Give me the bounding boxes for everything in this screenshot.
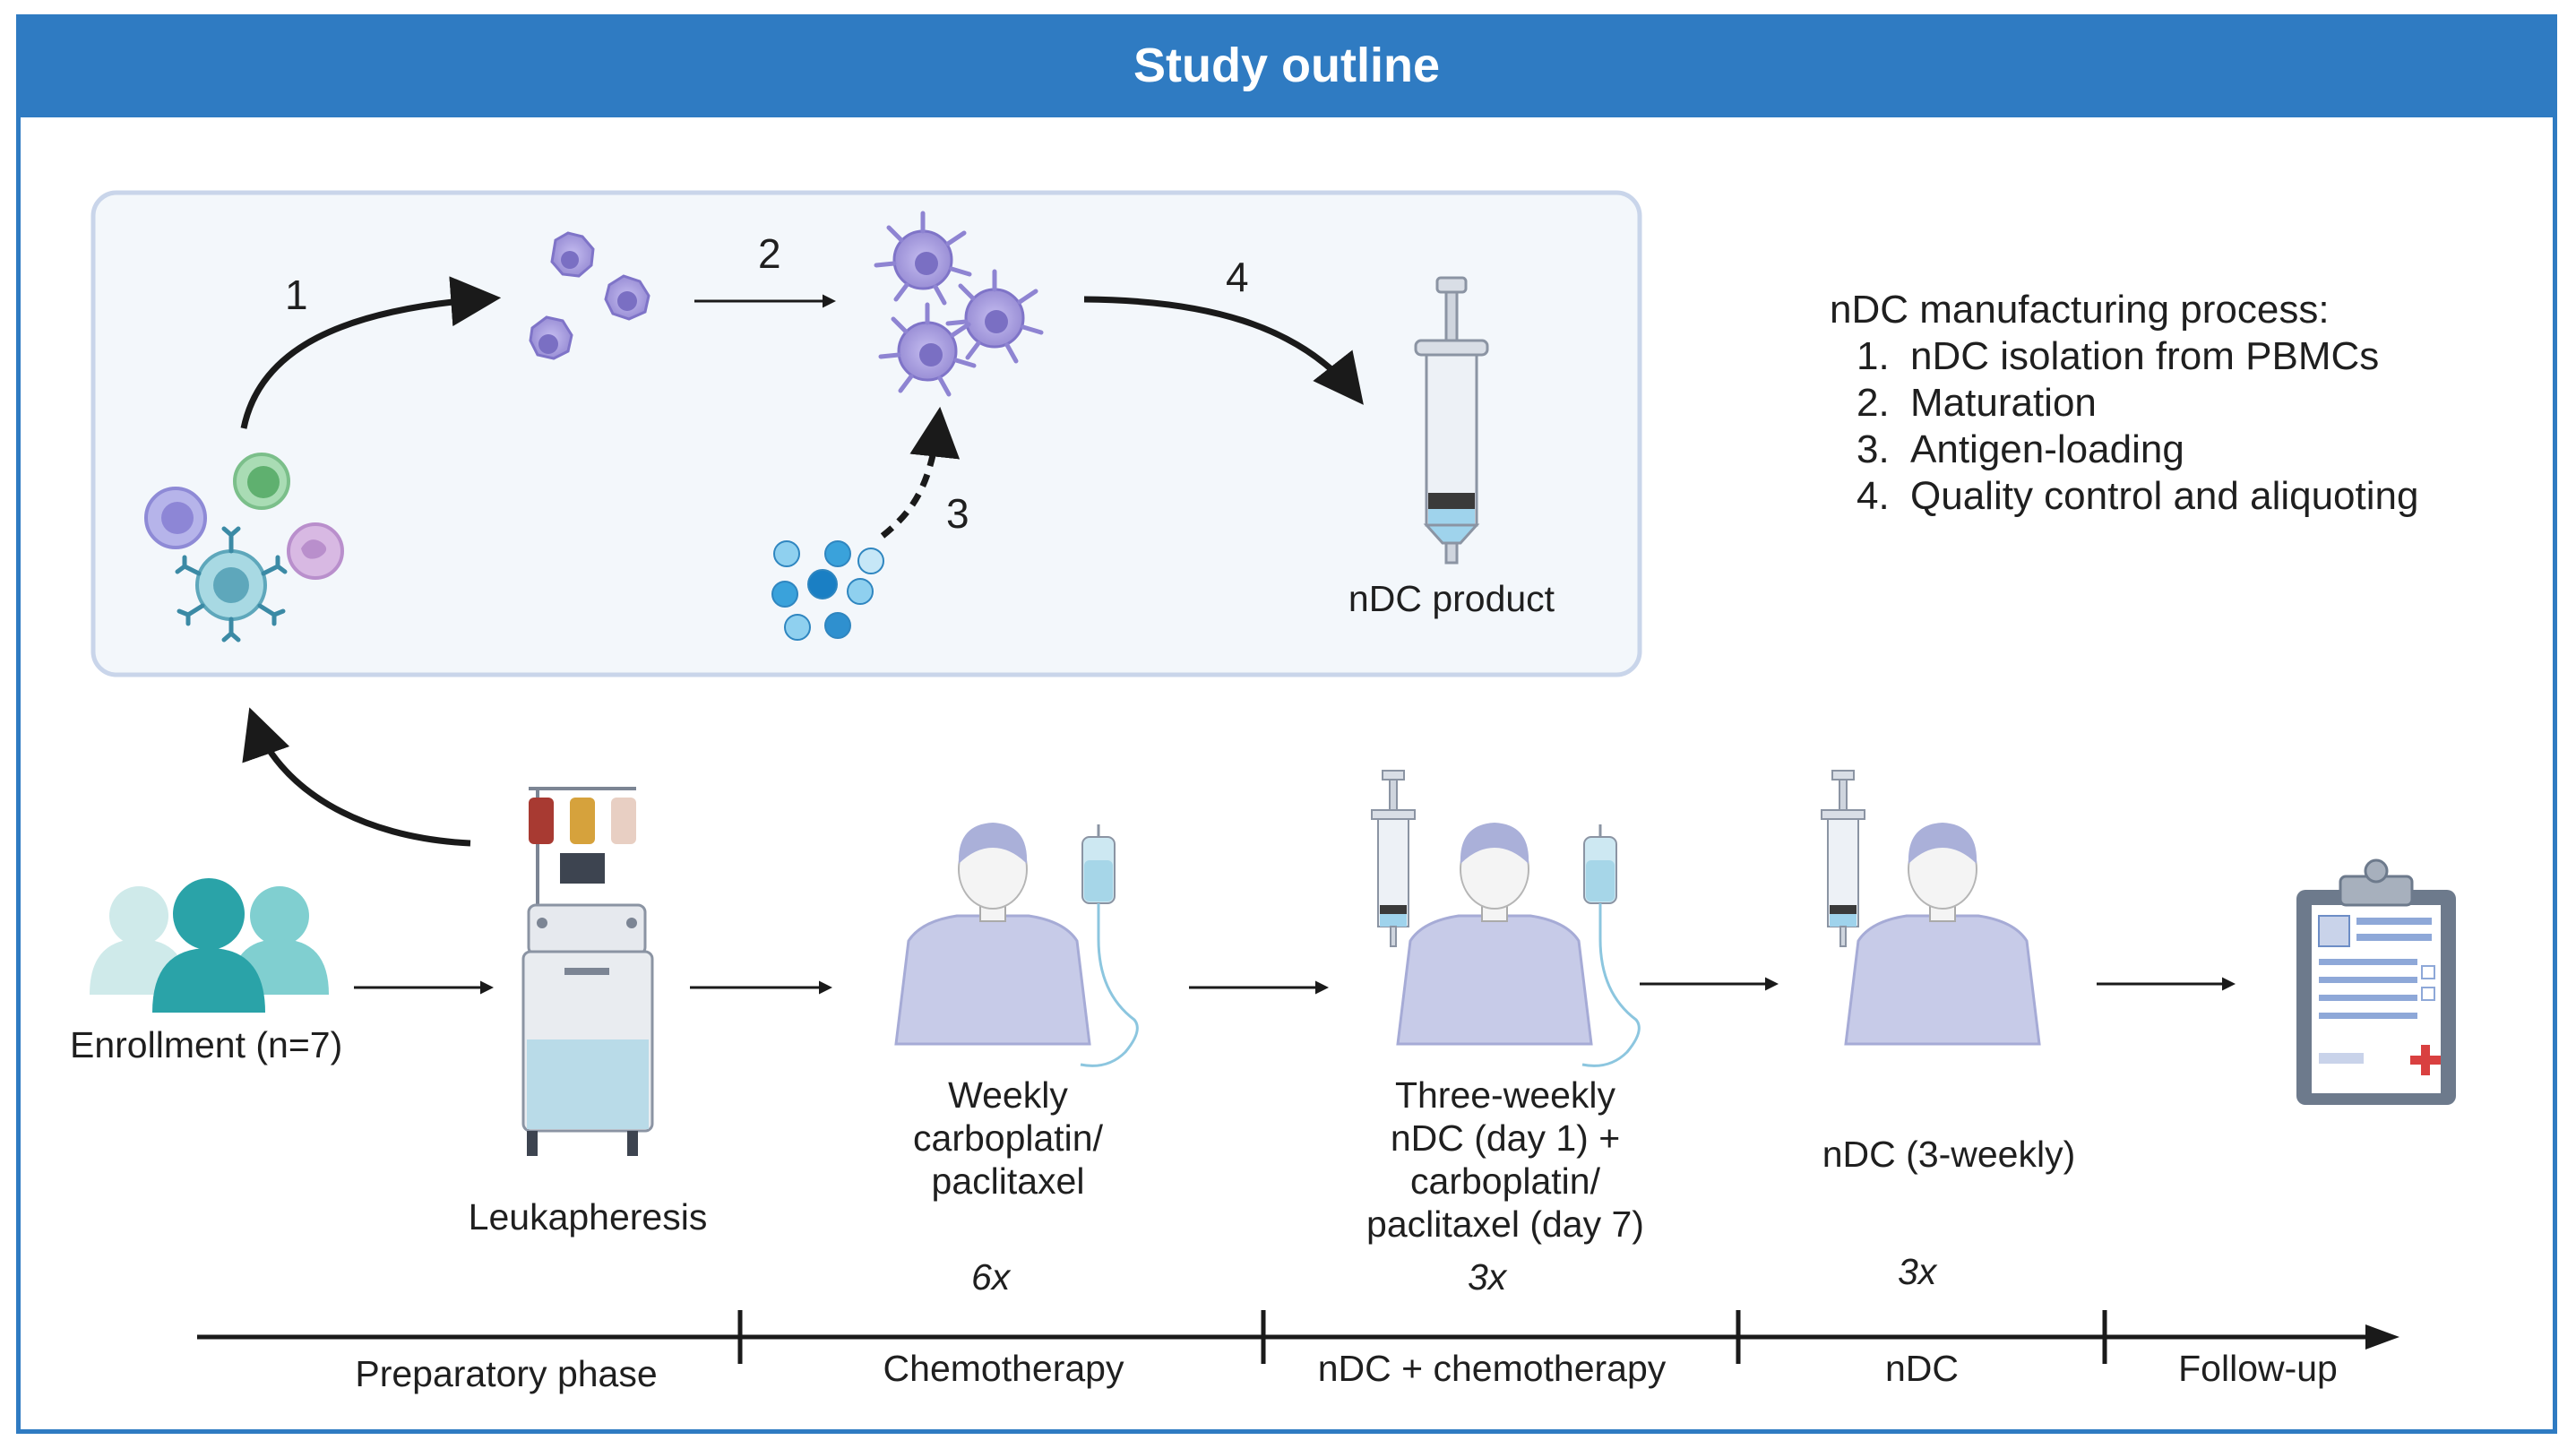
step-number-4: 4 — [1226, 254, 1249, 300]
patient-icon — [1396, 823, 1593, 1046]
arrow-to-manufacturing — [242, 707, 471, 847]
clipboard-icon — [2296, 858, 2456, 1105]
syringe-small-icon — [1821, 770, 1865, 947]
phase-axis — [197, 1310, 2399, 1364]
arrow-step-1 — [240, 276, 502, 429]
process-item: 4.Quality control and aliquoting — [1857, 474, 2419, 518]
ndc-3weekly-label: nDC (3-weekly) — [1822, 1134, 2076, 1175]
three-weekly-label: Three-weekly nDC (day 1) + carboplatin/ … — [1366, 1074, 1644, 1245]
phase-ndc: nDC — [1884, 1348, 1960, 1389]
phase-ndc-chemo: nDC + chemotherapy — [1317, 1348, 1667, 1389]
phase-preparatory: Preparatory phase — [355, 1353, 658, 1394]
product-label: nDC product — [1348, 578, 1555, 619]
process-heading: nDC manufacturing process: — [1830, 288, 2330, 332]
arrow-step-4 — [1083, 296, 1364, 405]
weekly-chemo-label: Weekly carboplatin/ paclitaxel — [913, 1074, 1103, 1202]
immune-cells-icon — [144, 453, 344, 643]
arrow-step-3 — [880, 406, 961, 539]
iv-bag-icon — [1581, 824, 1641, 1067]
mature-dendritic-cell-icon — [874, 211, 1044, 397]
syringe-small-icon — [1371, 770, 1416, 947]
phase-follow-up: Follow-up — [2178, 1348, 2338, 1389]
step-number-3: 3 — [946, 490, 969, 537]
process-item: 2.Maturation — [1857, 381, 2097, 425]
leukapheresis-label: Leukapheresis — [468, 1196, 708, 1238]
antigen-beads-icon — [771, 540, 884, 641]
patient-icon — [1844, 823, 2041, 1046]
phase-chemotherapy: Chemotherapy — [883, 1348, 1124, 1389]
apheresis-machine-icon — [521, 787, 654, 1156]
figure-title: Study outline — [1133, 39, 1440, 92]
iv-bag-icon — [1080, 824, 1139, 1067]
dendritic-cell-icon — [529, 231, 650, 360]
figure-frame — [16, 14, 2557, 1434]
repeat-count-ndc: 3x — [1898, 1251, 1937, 1292]
step-number-1: 1 — [285, 272, 308, 318]
repeat-count-combo: 3x — [1468, 1256, 1507, 1298]
people-group-icon — [90, 878, 329, 1013]
timeline-connectors — [354, 977, 2236, 995]
process-legend: nDC manufacturing process: 1.nDC isolati… — [1830, 287, 2418, 520]
patient-icon — [894, 823, 1091, 1046]
step-number-2: 2 — [758, 230, 781, 277]
process-item: 1.nDC isolation from PBMCs — [1857, 334, 2380, 378]
header-banner — [16, 14, 2557, 117]
enrollment-label: Enrollment (n=7) — [70, 1024, 343, 1065]
syringe-icon — [1414, 276, 1489, 565]
process-item: 3.Antigen-loading — [1857, 427, 2184, 471]
repeat-count-chemo: 6x — [971, 1256, 1011, 1298]
